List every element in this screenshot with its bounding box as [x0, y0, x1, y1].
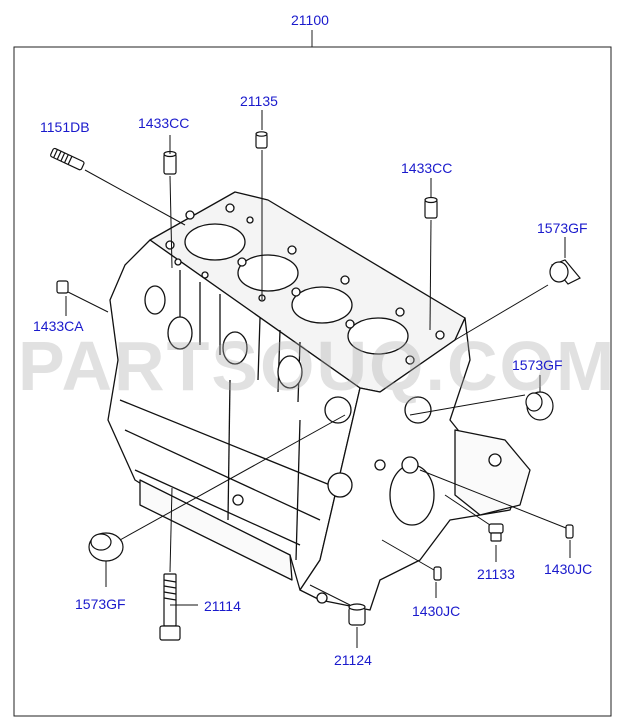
front-hole-1	[374, 459, 386, 471]
long-bolt	[159, 573, 181, 641]
plug-lower	[88, 532, 124, 562]
part-label-1433CA[interactable]: 1433CA	[33, 318, 84, 334]
front-hole-2	[316, 592, 328, 604]
part-label-1433CC-left[interactable]: 1433CC	[138, 115, 190, 131]
part-label-21114[interactable]: 21114	[204, 598, 241, 614]
small-parts	[50, 131, 581, 641]
cylinder-bore-1	[184, 223, 246, 261]
part-label-1430JC-right[interactable]: 1430JC	[544, 561, 593, 577]
cylinder-bore-4	[347, 317, 409, 355]
part-label-21124[interactable]: 21124	[334, 652, 372, 668]
drain-plug	[488, 523, 504, 542]
part-label-1573GF-upper[interactable]: 1573GF	[537, 220, 588, 236]
stud-part	[50, 147, 85, 171]
side-port-2	[222, 331, 248, 365]
lower-skirt	[139, 479, 293, 581]
leader-lines	[65, 110, 571, 648]
side-port-left	[144, 285, 166, 315]
pin-lower	[433, 566, 442, 581]
cylinder-bore-3	[291, 286, 353, 324]
front-hole-3	[232, 494, 244, 506]
engine-block-drawing	[107, 191, 531, 611]
part-label-1430JC-lower[interactable]: 1430JC	[412, 603, 461, 619]
front-bore-5	[401, 456, 419, 474]
pump-hole	[488, 453, 502, 467]
block-ribs	[119, 270, 331, 561]
front-bore-3	[327, 472, 353, 498]
part-label-21133[interactable]: 21133	[477, 566, 515, 582]
side-port-3	[277, 355, 303, 389]
dowel-pin-left	[56, 280, 69, 294]
front-bore-1	[324, 396, 352, 424]
part-label-1151DB[interactable]: 1151DB	[40, 119, 90, 135]
part-label-1433CC-right[interactable]: 1433CC	[401, 160, 453, 176]
part-label-21135[interactable]: 21135	[240, 93, 278, 109]
plug-upper	[549, 259, 581, 285]
side-port-1	[167, 316, 193, 350]
front-bore-2	[404, 396, 432, 424]
pin-right	[565, 524, 574, 539]
water-pump-housing	[454, 429, 531, 516]
cylinder-bore-2	[237, 254, 299, 292]
front-bore-4	[389, 464, 435, 526]
watermark-text: PARTSOUQ.COM	[18, 327, 617, 405]
assembly-label[interactable]: 21100	[291, 12, 329, 28]
part-label-1573GF-lower[interactable]: 1573GF	[75, 596, 126, 612]
part-label-1573GF-middle[interactable]: 1573GF	[512, 357, 563, 373]
